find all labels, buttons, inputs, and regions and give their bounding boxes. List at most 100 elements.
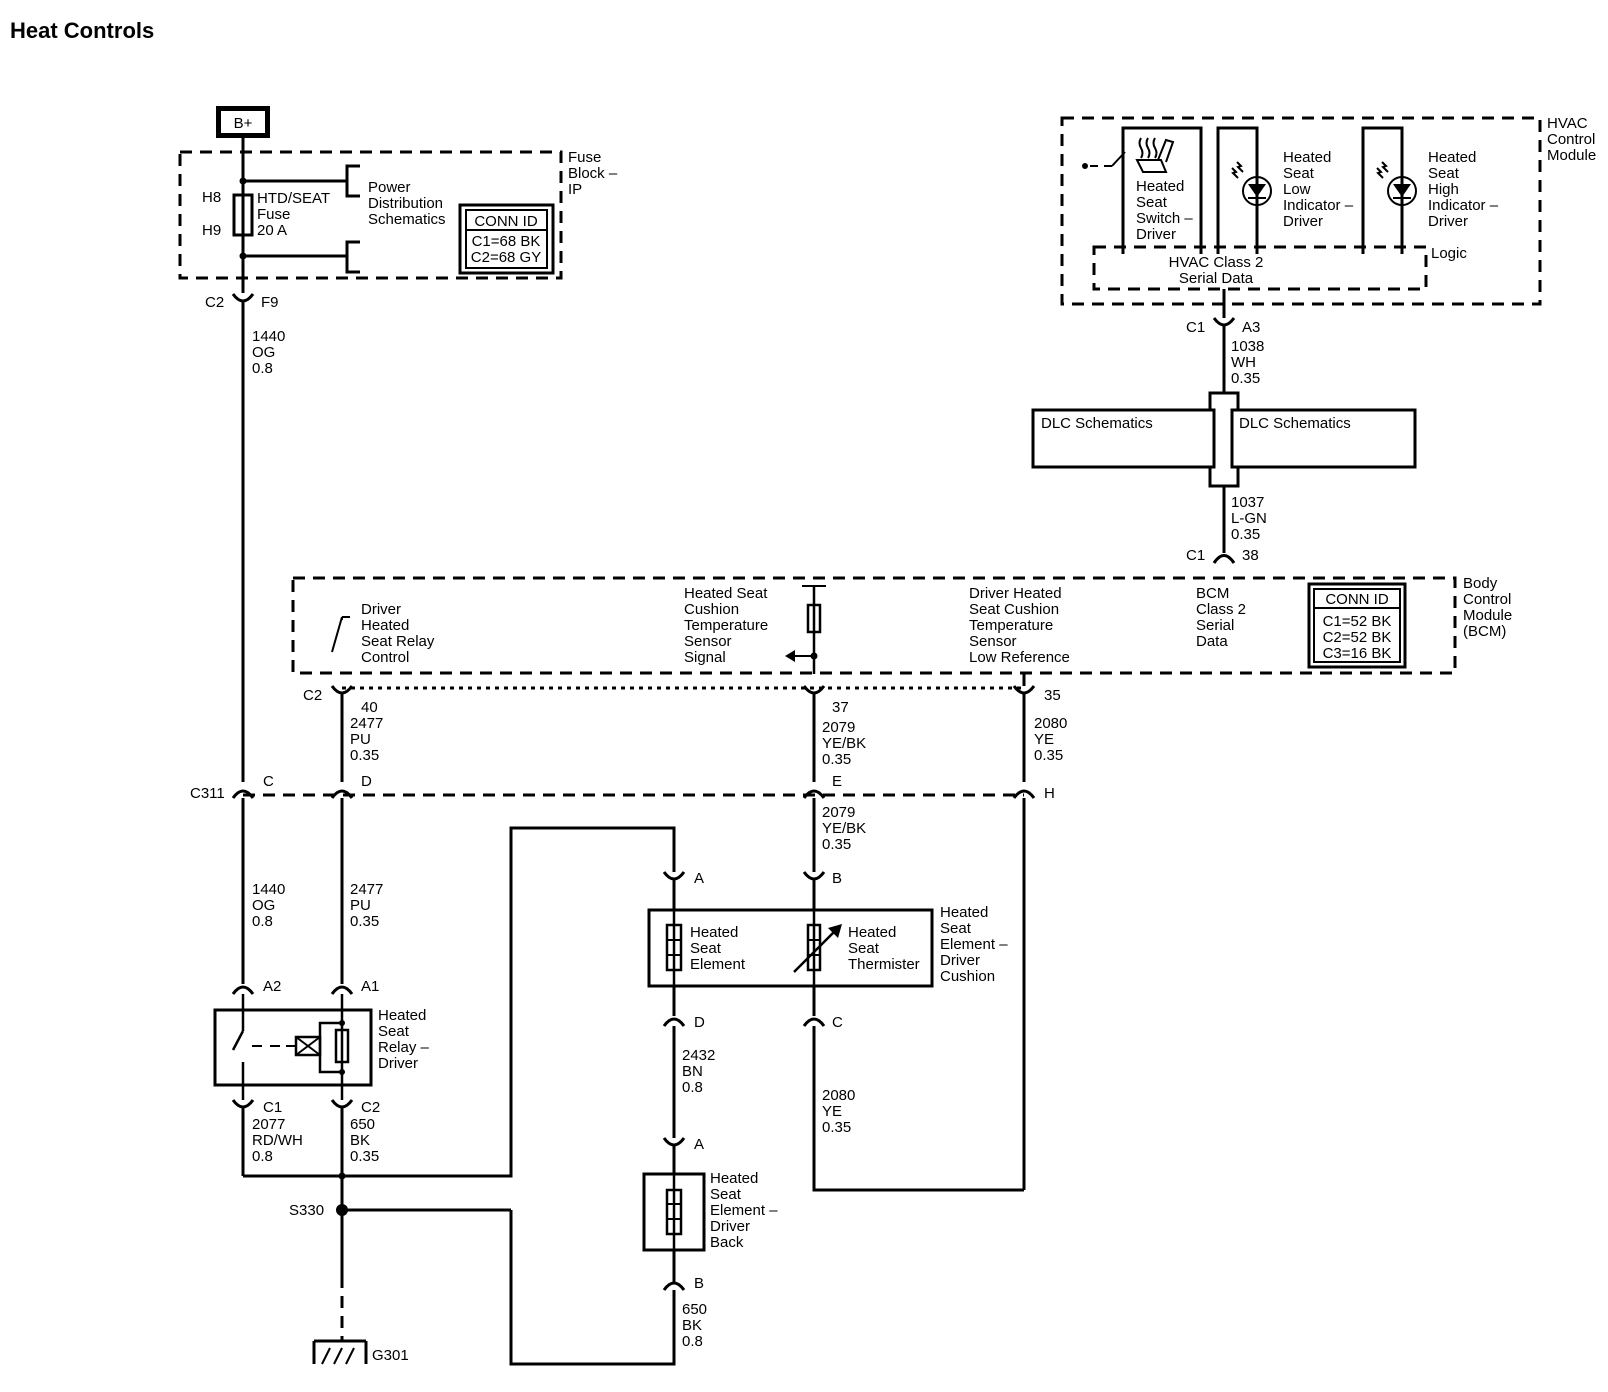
high-indicator-led-icon <box>1376 161 1417 206</box>
svg-text:0.35: 0.35 <box>1231 370 1260 387</box>
relay-pin-a2: A2 <box>263 978 281 995</box>
bcm-relay-control-label: Driver <box>361 601 401 618</box>
bcm-conn-id-title: CONN ID <box>1325 591 1389 608</box>
svg-text:Thermister: Thermister <box>848 956 920 973</box>
heated-seat-cushion-element <box>647 908 934 988</box>
body-control-module: Body Control Module (BCM) Driver Heated … <box>291 575 1512 675</box>
svg-text:Seat: Seat <box>690 940 722 957</box>
svg-text:Seat: Seat <box>710 1186 742 1203</box>
svg-text:Module: Module <box>1547 147 1596 164</box>
heated-seat-icon <box>1135 137 1175 173</box>
page-title: Heat Controls <box>10 18 154 43</box>
hvac-logic-label: Logic <box>1431 245 1467 262</box>
svg-text:Sensor: Sensor <box>969 633 1017 650</box>
bcm-connector-c1: C1 <box>1186 547 1205 564</box>
bcm-temp-signal-label: Heated Seat <box>684 585 768 602</box>
cushion-pin-c: C <box>832 1014 843 1031</box>
hvac-switch-label: Heated <box>1136 178 1184 195</box>
wire-2079-top: 2079 <box>822 719 855 736</box>
fuse-block-label: Fuse <box>568 149 601 166</box>
wire-2079-bot: 2079 <box>822 804 855 821</box>
svg-text:L-GN: L-GN <box>1231 510 1267 527</box>
bcm-c2-connector: C2 <box>303 687 322 704</box>
c311-pin-d: D <box>361 773 372 790</box>
svg-text:C2=52 BK: C2=52 BK <box>1323 629 1392 646</box>
hvac-control-module: HVAC Control Module Heated Seat Switch –… <box>1060 115 1596 306</box>
hvac-connector-c1: C1 <box>1186 319 1205 336</box>
svg-text:Cushion: Cushion <box>940 968 995 985</box>
svg-text:Element –: Element – <box>940 936 1008 953</box>
svg-text:Switch –: Switch – <box>1136 210 1193 227</box>
c311-pin-c: C <box>263 773 274 790</box>
wire-2477-top: 2477 <box>350 715 383 732</box>
c311-pin-h: H <box>1044 785 1055 802</box>
cushion-element-label: Heated <box>690 924 738 941</box>
svg-text:Driver: Driver <box>710 1218 750 1235</box>
splice-label: S330 <box>289 1202 324 1219</box>
svg-text:Low Reference: Low Reference <box>969 649 1070 666</box>
svg-text:0.8: 0.8 <box>252 1148 273 1165</box>
svg-text:Driver: Driver <box>940 952 980 969</box>
svg-text:Element: Element <box>690 956 746 973</box>
svg-text:0.35: 0.35 <box>350 1148 379 1165</box>
svg-text:0.35: 0.35 <box>822 751 851 768</box>
svg-text:OG: OG <box>252 897 275 914</box>
dlc-schematics-left: DLC Schematics <box>1041 415 1153 432</box>
svg-text:YE/BK: YE/BK <box>822 735 866 752</box>
hvac-module-label: HVAC <box>1547 115 1588 132</box>
bcm-low-reference-label: Driver Heated <box>969 585 1062 602</box>
svg-text:20 A: 20 A <box>257 222 287 239</box>
svg-text:C3=16 BK: C3=16 BK <box>1323 645 1392 662</box>
svg-text:Control: Control <box>1463 591 1511 608</box>
svg-text:0.8: 0.8 <box>252 360 273 377</box>
svg-text:Indicator –: Indicator – <box>1283 197 1354 214</box>
svg-text:Seat: Seat <box>1283 165 1315 182</box>
ground-label: G301 <box>372 1347 409 1364</box>
svg-text:Seat: Seat <box>378 1023 410 1040</box>
svg-text:0.35: 0.35 <box>822 1119 851 1136</box>
svg-text:RD/WH: RD/WH <box>252 1132 303 1149</box>
svg-text:C2=68 GY: C2=68 GY <box>471 249 541 266</box>
svg-text:IP: IP <box>568 181 582 198</box>
bcm-class2-label: BCM <box>1196 585 1229 602</box>
svg-text:Driver: Driver <box>1136 226 1176 243</box>
wire-2077: 2077 <box>252 1116 285 1133</box>
svg-text:Driver: Driver <box>1428 213 1468 230</box>
svg-text:Seat Cushion: Seat Cushion <box>969 601 1059 618</box>
cushion-thermister-label: Heated <box>848 924 896 941</box>
svg-text:Control: Control <box>361 649 409 666</box>
back-pin-a: A <box>694 1136 704 1153</box>
svg-text:Indicator –: Indicator – <box>1428 197 1499 214</box>
svg-text:(BCM): (BCM) <box>1463 623 1506 640</box>
connector-c2-label: C2 <box>205 294 224 311</box>
bcm-pin-35: 35 <box>1044 687 1061 704</box>
hvac-connector-a3: A3 <box>1242 319 1260 336</box>
svg-text:Back: Back <box>710 1234 744 1251</box>
svg-text:0.8: 0.8 <box>252 913 273 930</box>
svg-text:BN: BN <box>682 1063 703 1080</box>
svg-text:Seat: Seat <box>1428 165 1460 182</box>
wire-1038: 1038 <box>1231 338 1264 355</box>
relay-pin-c1: C1 <box>263 1099 282 1116</box>
svg-text:BK: BK <box>682 1317 702 1334</box>
svg-text:Heated: Heated <box>361 617 409 634</box>
svg-text:Schematics: Schematics <box>368 211 446 228</box>
svg-text:C1=52 BK: C1=52 BK <box>1323 613 1392 630</box>
battery-label: B+ <box>216 106 270 138</box>
svg-text:Seat: Seat <box>1136 194 1168 211</box>
heated-seat-relay <box>213 994 373 1100</box>
svg-text:OG: OG <box>252 344 275 361</box>
wire-2080-bot: 2080 <box>822 1087 855 1104</box>
svg-text:High: High <box>1428 181 1459 198</box>
svg-text:Signal: Signal <box>684 649 726 666</box>
bcm-pin-40: 40 <box>361 699 378 716</box>
svg-text:PU: PU <box>350 731 371 748</box>
svg-text:Seat Relay: Seat Relay <box>361 633 435 650</box>
svg-text:Temperature: Temperature <box>684 617 768 634</box>
wire-1440-bot: 1440 <box>252 881 285 898</box>
svg-text:0.35: 0.35 <box>1231 526 1260 543</box>
c311-pin-e: E <box>832 773 842 790</box>
svg-text:Block –: Block – <box>568 165 618 182</box>
svg-text:Element –: Element – <box>710 1202 778 1219</box>
svg-text:0.35: 0.35 <box>350 747 379 764</box>
